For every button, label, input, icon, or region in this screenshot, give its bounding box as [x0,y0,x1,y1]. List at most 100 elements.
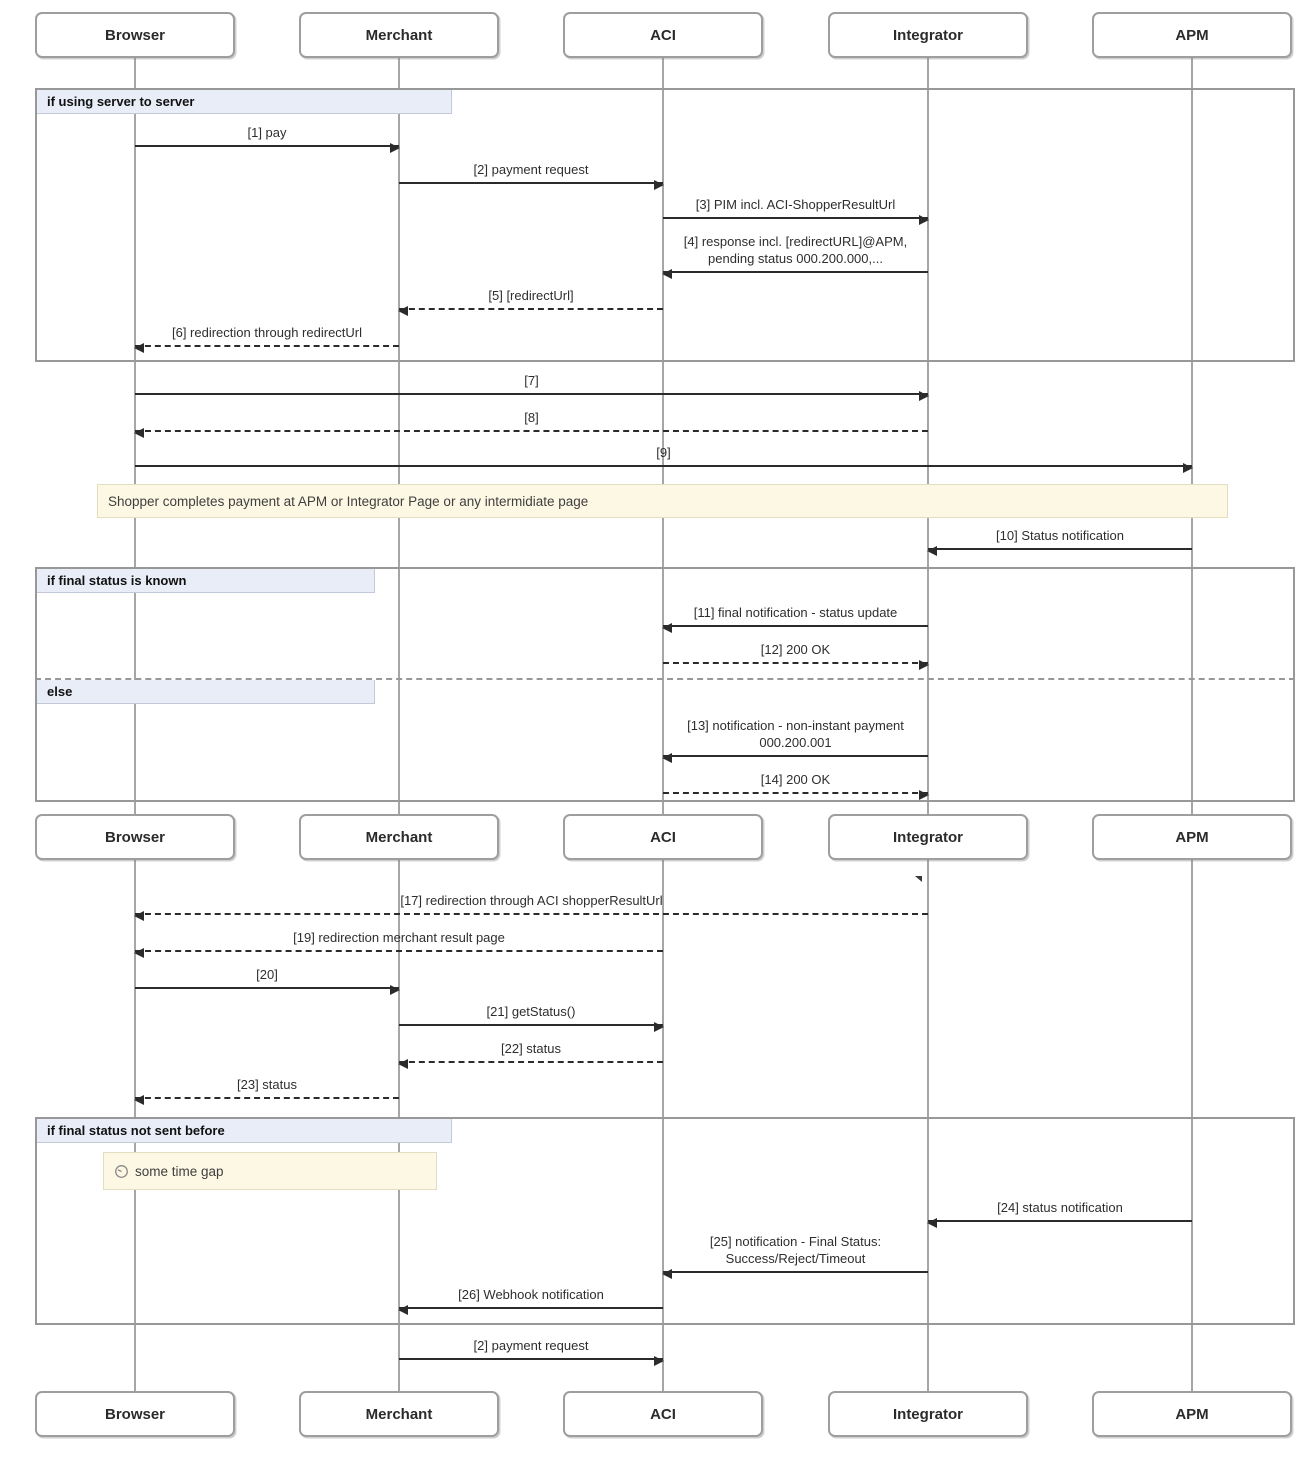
arrowhead-icon [654,1356,664,1366]
message-arrow [662,1269,928,1279]
actor-box-aci: ACI [563,1391,763,1437]
arrowhead-icon [398,306,408,316]
message-label: [6] redirection through redirectUrl [171,325,363,340]
message-label: [24] status notification [997,1200,1123,1215]
message-label: [7] [524,373,539,388]
arrowhead-icon [927,1218,937,1228]
message-label: [5] [redirectUrl] [488,288,574,303]
actor-box-aci: ACI [563,12,763,58]
message-label: [19] redirection merchant result page [293,930,505,945]
lifeline-integrator [927,58,929,1391]
arrowhead-icon [654,180,664,190]
message-label: [22] status [501,1041,561,1056]
message-arrow [663,790,929,800]
message-label: [25] notification - Final Status: Succes… [709,1234,882,1266]
message-label: [14] 200 OK [760,772,831,787]
arrowhead-icon [919,790,929,800]
message-arrow [398,1059,663,1069]
arrowhead-icon [919,215,929,225]
message-arrow [663,660,929,670]
arrowhead-icon [662,623,672,633]
arrowhead-icon [662,753,672,763]
lifeline-merchant [398,58,400,1391]
message-arrow [134,1095,399,1105]
note-text: Shopper completes payment at APM or Inte… [108,493,589,509]
message-arrow [662,269,928,279]
actor-box-integrator: Integrator [828,12,1028,58]
message-label: [11] final notification - status update [693,605,898,620]
message-label: [21] getStatus() [486,1004,576,1019]
message-label: [13] notification - non-instant payment … [687,718,904,750]
message-arrow [134,428,928,438]
message-label: [2] payment request [473,162,589,177]
fragment-frame [35,567,1295,802]
arrowhead-icon [919,660,929,670]
fragment-frame [35,1117,1295,1325]
arrowhead-icon [390,985,400,995]
message-label: [8] [524,410,539,425]
arrowhead-icon [134,428,144,438]
actor-box-aci: ACI [563,814,763,860]
actor-box-browser: Browser [35,814,235,860]
actor-box-merchant: Merchant [299,12,499,58]
actor-box-integrator: Integrator [828,814,1028,860]
actor-box-merchant: Merchant [299,814,499,860]
fragment-label: if final status is known [37,569,375,593]
message-arrow [662,753,928,763]
arrowhead-icon [662,1269,672,1279]
else-divider [35,678,1295,680]
fragment-label: if using server to server [37,90,452,114]
else-label: else [37,680,375,704]
message-arrow [134,948,663,958]
message-arrow [399,180,664,190]
message-label: [2] payment request [473,1338,589,1353]
arrowhead-icon [919,391,929,401]
message-label: [17] redirection through ACI shopperResu… [400,893,663,908]
message-arrow [927,546,1192,556]
message-label: [4] response incl. [redirectURL]@APM, pe… [683,234,908,266]
message-arrow [134,343,399,353]
lifeline-aci [662,58,664,1391]
actor-box-integrator: Integrator [828,1391,1028,1437]
actor-box-browser: Browser [35,12,235,58]
message-arrow [135,391,929,401]
message-arrow [135,463,1193,473]
message-arrow [399,1356,664,1366]
note: Shopper completes payment at APM or Inte… [97,484,1228,518]
message-label: [3] PIM incl. ACI-ShopperResultUrl [695,197,896,212]
message-arrow [134,911,928,921]
message-label: [1] pay [247,125,287,140]
message-label: [23] status [237,1077,297,1092]
arrowhead-icon [390,143,400,153]
note: some time gap [103,1152,437,1190]
message-arrow [398,1305,663,1315]
message-label: [12] 200 OK [760,642,831,657]
message-label: [20] [256,967,278,982]
arrowhead-icon [654,1022,664,1032]
arrowhead-icon [398,1059,408,1069]
arrowhead-icon [134,343,144,353]
message-arrow [663,215,929,225]
message-arrow [927,1218,1192,1228]
actor-box-apm: APM [1092,12,1292,58]
arrowhead-icon [662,269,672,279]
arrowhead-icon [134,911,144,921]
arrowhead-icon [134,948,144,958]
message-label: [9] [656,445,671,460]
arrowhead-icon [134,1095,144,1105]
lifeline-apm [1191,58,1193,1391]
message-label: [10] Status notification [996,528,1124,543]
note-text: some time gap [135,1163,224,1179]
message-arrow [135,143,400,153]
lifeline-browser [134,58,136,1391]
fragment-label: if final status not sent before [37,1119,452,1143]
message-arrow [662,623,928,633]
arrowhead-icon [927,546,937,556]
actor-box-apm: APM [1092,814,1292,860]
clipped-arrow-artifact [915,876,922,882]
actor-box-merchant: Merchant [299,1391,499,1437]
arrowhead-icon [398,1305,408,1315]
actor-box-apm: APM [1092,1391,1292,1437]
message-arrow [398,306,663,316]
